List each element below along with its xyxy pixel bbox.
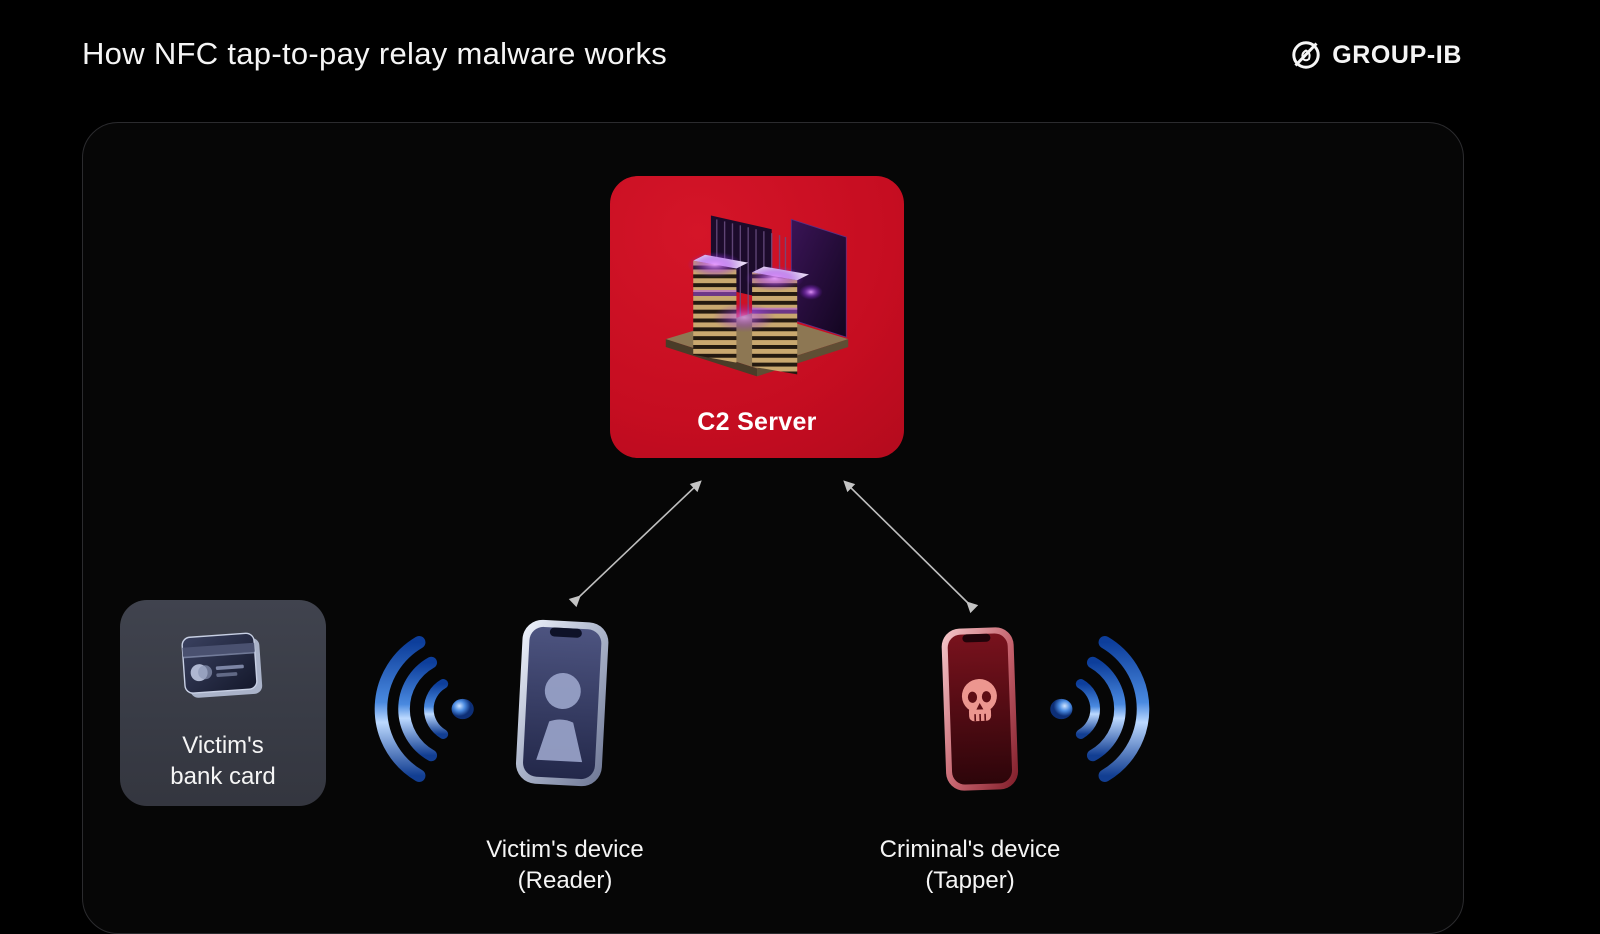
bank-card-label: Victim's bank card (120, 730, 326, 792)
victim-device-label: Victim's device (Reader) (445, 834, 685, 896)
victim-phone-icon (511, 617, 612, 797)
nfc-waves-right-icon (1042, 636, 1158, 787)
brand-wordmark: GROUP-IB (1332, 41, 1462, 70)
nfc-waves-left-icon (366, 636, 482, 787)
criminal-phone-icon (938, 625, 1022, 801)
criminal-device-label-line2: (Tapper) (850, 865, 1090, 896)
c2-server-node: C2 Server (610, 176, 904, 458)
victim-device-label-line2: (Reader) (445, 865, 685, 896)
brand-lockup: GROUP-IB (1289, 38, 1462, 72)
bank-card-node: Victim's bank card (120, 600, 326, 806)
bank-card-label-line1: Victim's (120, 730, 326, 761)
victim-device-label-line1: Victim's device (445, 834, 685, 865)
criminal-device-label: Criminal's device (Tapper) (850, 834, 1090, 896)
c2-server-label: C2 Server (610, 408, 904, 437)
bank-card-icon (171, 622, 275, 727)
infographic-stage: How NFC tap-to-pay relay malware works G… (0, 0, 1600, 900)
page-title: How NFC tap-to-pay relay malware works (82, 36, 667, 72)
criminal-device-label-line1: Criminal's device (850, 834, 1090, 865)
server-rack-icon (654, 188, 860, 403)
bank-card-label-line2: bank card (120, 761, 326, 792)
group-ib-logo-icon (1289, 38, 1323, 72)
